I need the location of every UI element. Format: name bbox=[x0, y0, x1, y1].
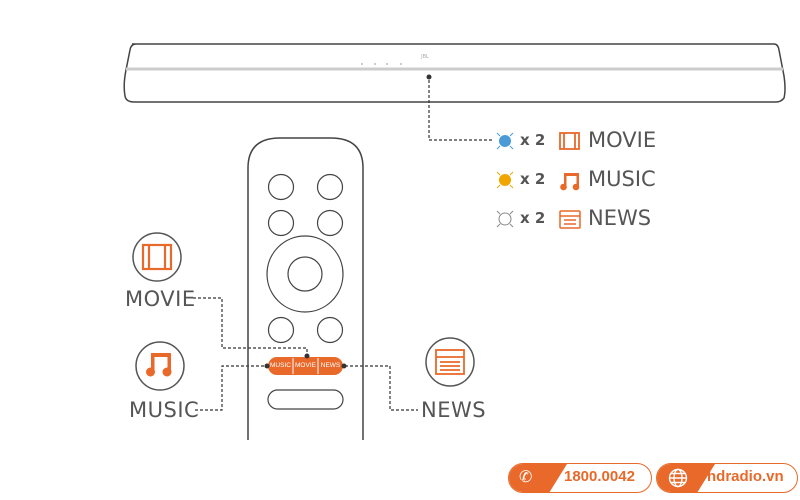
soundbar-leds bbox=[361, 63, 402, 65]
callout-news: NEWS bbox=[421, 398, 487, 422]
remote-control bbox=[247, 137, 364, 440]
remote-movie-button[interactable]: MOVIE bbox=[295, 362, 316, 369]
light-icon-orange bbox=[496, 171, 514, 189]
phone-contact-badge bbox=[509, 464, 567, 492]
music-callout-icon bbox=[135, 341, 185, 391]
soundbar-logo: JBL bbox=[420, 54, 429, 60]
remote-mode-buttons[interactable] bbox=[268, 357, 343, 375]
remote-bottom-button[interactable] bbox=[267, 389, 344, 410]
mode-label-music: MUSIC bbox=[588, 167, 656, 191]
soundbar-indicator-dot bbox=[426, 74, 432, 80]
remote-button[interactable] bbox=[316, 209, 344, 237]
indicator-count: x 2 bbox=[520, 131, 546, 149]
remote-button[interactable] bbox=[267, 173, 295, 201]
remote-button[interactable] bbox=[316, 173, 344, 201]
light-icon-blue bbox=[496, 132, 514, 150]
connector-lines bbox=[193, 80, 492, 411]
light-icon-off bbox=[496, 210, 514, 228]
movie-callout-icon bbox=[132, 232, 182, 282]
film-icon bbox=[559, 132, 580, 150]
mode-label-news: NEWS bbox=[588, 206, 652, 230]
website-link[interactable]: hdradio.vn bbox=[707, 468, 784, 485]
phone-contact[interactable]: ✆ 1800.0042 bbox=[508, 463, 652, 493]
remote-button[interactable] bbox=[316, 316, 344, 344]
indicator-count: x 2 bbox=[520, 170, 546, 188]
website-contact[interactable]: hdradio.vn bbox=[656, 463, 798, 493]
indicator-count: x 2 bbox=[520, 209, 546, 227]
remote-button[interactable] bbox=[267, 209, 295, 237]
music-note-icon bbox=[560, 173, 580, 191]
phone-number[interactable]: 1800.0042 bbox=[564, 468, 635, 485]
remote-button[interactable] bbox=[267, 316, 295, 344]
callout-music: MUSIC bbox=[129, 398, 200, 422]
remote-music-button[interactable]: MUSIC bbox=[270, 362, 291, 369]
mode-label-movie: MOVIE bbox=[588, 128, 657, 152]
remote-dpad[interactable] bbox=[266, 235, 344, 313]
remote-center-button[interactable] bbox=[287, 256, 323, 292]
phone-icon: ✆ bbox=[519, 467, 533, 486]
globe-icon bbox=[668, 468, 688, 488]
soundbar bbox=[123, 43, 786, 103]
news-callout-icon bbox=[425, 337, 475, 387]
news-icon bbox=[559, 210, 581, 229]
callout-movie: MOVIE bbox=[125, 287, 196, 311]
remote-news-button[interactable]: NEWS bbox=[320, 362, 341, 369]
